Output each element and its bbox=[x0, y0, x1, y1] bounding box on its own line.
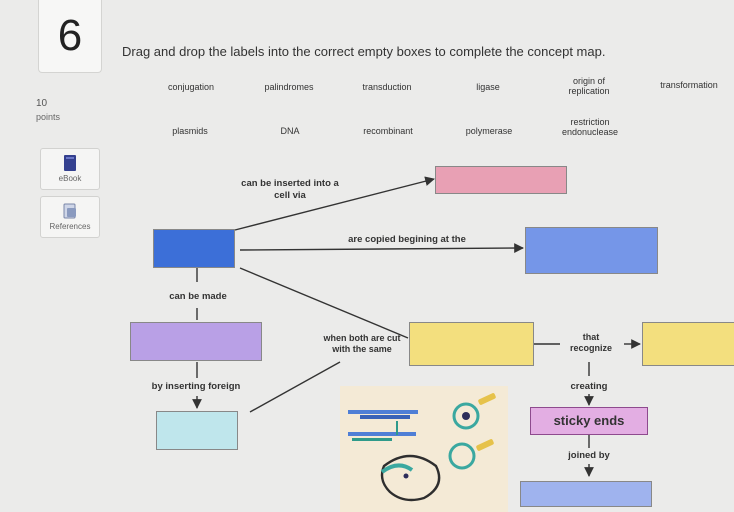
points-label: points bbox=[36, 112, 61, 122]
references-button[interactable]: References bbox=[40, 196, 100, 238]
text-can-be-made: can be made bbox=[169, 291, 227, 302]
drop-box-periwinkle[interactable] bbox=[520, 481, 652, 507]
drop-box-purple[interactable] bbox=[130, 322, 262, 361]
text-creating: creating bbox=[570, 381, 608, 392]
recombinant-dna-illustration bbox=[340, 386, 508, 512]
label-restriction-line2: endonuclease bbox=[561, 127, 619, 137]
text-that-recognize: that recognize bbox=[562, 332, 620, 354]
text-can-be-inserted: can be inserted into a cell via bbox=[225, 178, 355, 202]
label-dna[interactable]: DNA bbox=[280, 126, 300, 136]
label-restriction-endonuclease[interactable]: restriction endonuclease bbox=[553, 117, 627, 137]
instructions-text: Drag and drop the labels into the correc… bbox=[122, 44, 606, 59]
label-recombinant[interactable]: recombinant bbox=[363, 126, 413, 136]
text-by-inserting-foreign: by inserting foreign bbox=[151, 381, 241, 392]
label-plasmids[interactable]: plasmids bbox=[172, 126, 208, 136]
points-value: 10 bbox=[36, 98, 48, 109]
label-restriction-line1: restriction bbox=[570, 117, 610, 127]
book-icon bbox=[64, 155, 76, 171]
label-origin-line1: origin of bbox=[572, 76, 606, 86]
label-origin-of-replication[interactable]: origin of replication bbox=[553, 76, 625, 96]
ebook-label: eBook bbox=[58, 174, 82, 183]
text-inserted-line1: can be inserted into a bbox=[241, 178, 339, 189]
label-transformation[interactable]: transformation bbox=[660, 80, 718, 90]
sticky-ends-node: sticky ends bbox=[530, 407, 648, 435]
ebook-button[interactable]: eBook bbox=[40, 148, 100, 190]
text-cut-line2: with the same bbox=[332, 344, 392, 354]
label-transduction[interactable]: transduction bbox=[362, 82, 412, 92]
text-copied: are copied begining at the bbox=[348, 234, 466, 245]
drop-box-yellow-2[interactable] bbox=[642, 322, 734, 366]
references-icon bbox=[63, 203, 76, 219]
label-conjugation[interactable]: conjugation bbox=[167, 82, 215, 92]
drop-box-yellow-1[interactable] bbox=[409, 322, 534, 366]
label-palindromes[interactable]: palindromes bbox=[264, 82, 314, 92]
text-joined-by: joined by bbox=[568, 450, 610, 461]
drop-box-blue[interactable] bbox=[153, 229, 235, 268]
label-polymerase[interactable]: polymerase bbox=[465, 126, 513, 136]
drop-box-cyan[interactable] bbox=[156, 411, 238, 450]
label-origin-line2: replication bbox=[568, 86, 610, 96]
drop-box-light-blue[interactable] bbox=[525, 227, 658, 274]
question-number: 6 bbox=[38, 0, 102, 73]
references-label: References bbox=[49, 222, 91, 231]
text-inserted-line2: cell via bbox=[274, 190, 306, 201]
text-that: that bbox=[582, 332, 600, 342]
text-when-cut: when both are cut with the same bbox=[316, 333, 408, 355]
label-ligase[interactable]: ligase bbox=[476, 82, 500, 92]
text-cut-line1: when both are cut bbox=[323, 333, 401, 343]
drop-box-pink[interactable] bbox=[435, 166, 567, 194]
text-recognize: recognize bbox=[569, 343, 612, 353]
